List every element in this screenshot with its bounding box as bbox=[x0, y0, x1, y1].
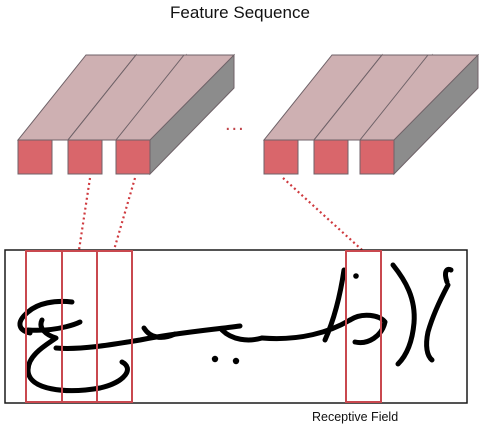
handwriting-dots bbox=[211, 273, 359, 365]
handwritten-word bbox=[17, 262, 454, 394]
dot bbox=[211, 355, 219, 363]
receptive-field-box-n bbox=[345, 250, 382, 403]
prism-front bbox=[359, 139, 395, 175]
receptive-field-box-3 bbox=[96, 250, 133, 403]
connectors bbox=[77, 177, 363, 251]
prism-front bbox=[115, 139, 151, 175]
connector-line bbox=[112, 177, 137, 251]
dot bbox=[232, 357, 240, 365]
diagram-title: Feature Sequence bbox=[170, 3, 310, 22]
prism-front bbox=[263, 139, 299, 175]
receptive-field-boxes bbox=[25, 250, 382, 403]
word-image-frame bbox=[4, 249, 468, 404]
feature-column-3 bbox=[114, 53, 236, 176]
connector-line bbox=[77, 177, 92, 251]
connector-line bbox=[282, 177, 363, 251]
prism-front bbox=[17, 139, 53, 175]
feature-column-n bbox=[358, 53, 480, 176]
dot bbox=[353, 273, 359, 279]
receptive-field-label: Receptive Field bbox=[312, 410, 399, 424]
prism-front bbox=[313, 139, 349, 175]
ellipsis-marker: ... bbox=[225, 113, 245, 135]
prism-front bbox=[67, 139, 103, 175]
